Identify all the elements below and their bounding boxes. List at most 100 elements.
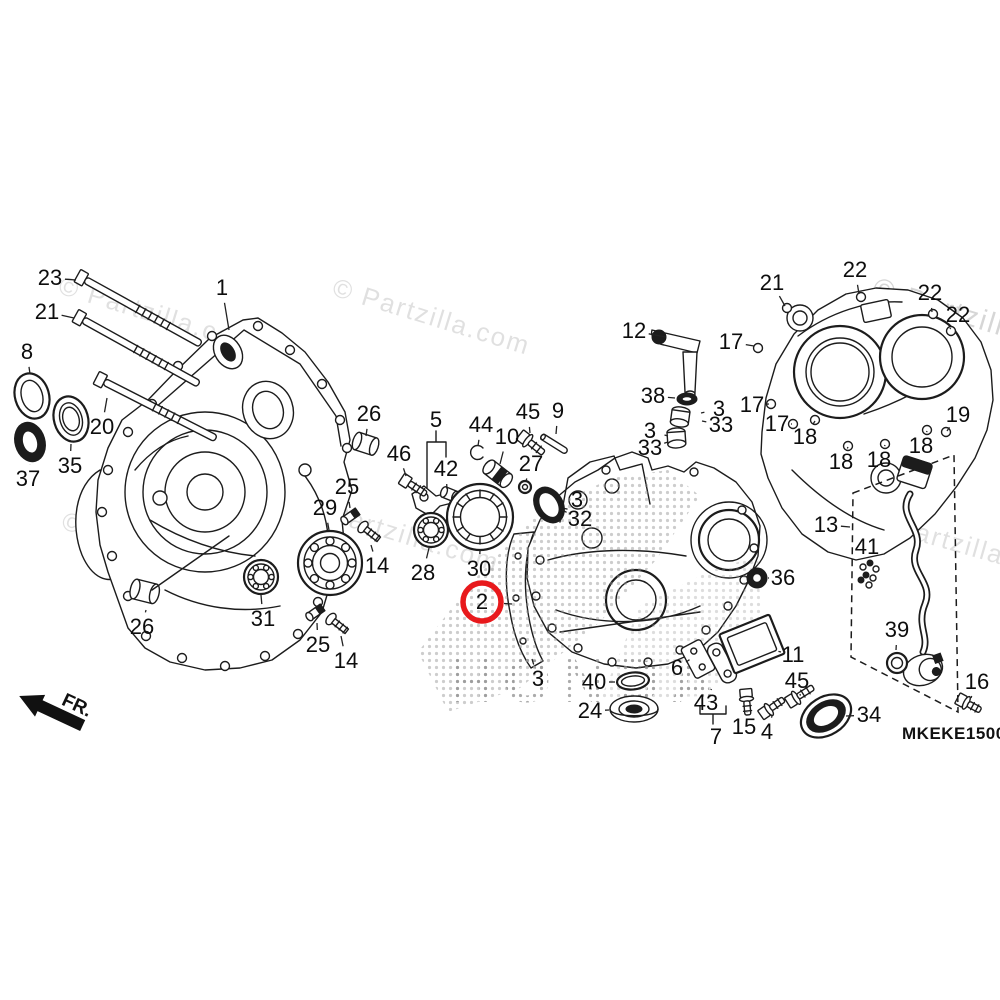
callout-18: 18 <box>867 447 891 472</box>
leader-line-6 <box>685 659 690 663</box>
diagram-code: MKEKE1500 <box>902 724 1000 743</box>
leader-line-17 <box>745 343 755 347</box>
leader-line-3 <box>531 658 535 665</box>
leader-line-1 <box>223 302 230 331</box>
callout-3: 3 <box>571 487 583 512</box>
callout-44: 44 <box>469 412 493 437</box>
leader-line-9 <box>555 425 558 435</box>
leader-line-46 <box>402 468 407 477</box>
leader-line-22 <box>856 284 860 295</box>
callout-18: 18 <box>793 424 817 449</box>
callout-12: 12 <box>622 318 646 343</box>
callout-40: 40 <box>582 669 606 694</box>
callout-22: 22 <box>918 280 942 305</box>
callout-46: 46 <box>387 441 411 466</box>
callout-1: 1 <box>216 275 228 300</box>
callout-45: 45 <box>785 668 809 693</box>
callout-30: 30 <box>467 556 491 581</box>
left-case-bolt-holes <box>96 320 353 672</box>
leader-line-18 <box>812 420 816 425</box>
bolt-45-bottom <box>784 684 815 709</box>
o-ring-40 <box>615 671 651 691</box>
right-case-bolt-holes <box>752 291 957 452</box>
callout-18: 18 <box>909 433 933 458</box>
callout-23: 23 <box>38 265 62 290</box>
callout-36: 36 <box>771 565 795 590</box>
screw-14-lower <box>325 612 350 635</box>
dashed-assembly-box <box>850 453 959 714</box>
callout-3: 3 <box>644 418 656 443</box>
bolt-23 <box>73 269 203 347</box>
front-direction-arrow: FR. <box>19 690 95 732</box>
snap-ring-44 <box>469 444 484 461</box>
collar-10 <box>482 459 514 489</box>
bushing-26-lower <box>129 578 161 605</box>
callout-39: 39 <box>885 617 909 642</box>
leader-line-12 <box>648 333 667 338</box>
callout-6: 6 <box>671 655 683 680</box>
callout-21: 21 <box>760 270 784 295</box>
bearing-29 <box>296 529 364 597</box>
callout-45: 45 <box>516 399 540 424</box>
callout-25: 25 <box>335 474 359 499</box>
watermark-text: © Partzilla.com <box>329 272 534 361</box>
leader-line-3 <box>700 411 705 414</box>
seal-34 <box>799 693 853 739</box>
leader-line-33 <box>701 420 707 423</box>
callout-41: 41 <box>855 534 879 559</box>
grommet-41 <box>857 559 880 589</box>
bearing-28 <box>412 511 450 549</box>
honda-halftone-text: HONDA <box>448 647 725 716</box>
callout-17: 17 <box>740 392 764 417</box>
leader-line-32 <box>561 509 567 513</box>
o-ring-27 <box>517 479 533 495</box>
leader-line-4 <box>770 715 773 718</box>
o-ring-39 <box>885 651 909 675</box>
bolt-4 <box>757 696 786 721</box>
nut-25-upper <box>340 507 361 526</box>
leader-line-21 <box>61 314 75 319</box>
callout-5: 5 <box>430 407 442 432</box>
leader-line-33 <box>663 441 669 444</box>
bearing-31 <box>242 558 280 596</box>
leader-line-20 <box>103 397 108 413</box>
callout-42: 42 <box>434 456 458 481</box>
cap-24 <box>609 695 659 723</box>
leader-line-11 <box>778 650 782 653</box>
oil-seal-37 <box>14 421 46 463</box>
callout-2: 2 <box>476 589 488 614</box>
bushing-33-upper <box>669 406 691 428</box>
callout-16: 16 <box>965 669 989 694</box>
leader-line-3 <box>664 434 669 437</box>
callout-18: 18 <box>829 449 853 474</box>
selected-part-highlight <box>460 580 504 624</box>
right-crankcase-drawing <box>752 287 994 561</box>
leader-line-26 <box>365 428 368 437</box>
needle-bearing-30 <box>445 482 515 552</box>
leader-line-14 <box>370 544 374 552</box>
callout-29: 29 <box>313 495 337 520</box>
callout-25: 25 <box>306 632 330 657</box>
bolt-21 <box>71 309 201 387</box>
leader-line-14 <box>340 635 344 647</box>
bushing-26-upper <box>351 431 380 456</box>
callout-26: 26 <box>357 401 381 426</box>
leader-line-13 <box>840 525 851 528</box>
leader-line-31 <box>260 594 263 605</box>
oil-seal-8 <box>13 372 51 420</box>
callout-7: 7 <box>710 724 722 749</box>
callout-15: 15 <box>732 714 756 739</box>
callout-33: 33 <box>638 435 662 460</box>
callout-17: 17 <box>719 329 743 354</box>
callout-21: 21 <box>35 299 59 324</box>
leader-line-2 <box>503 602 513 605</box>
callout-11: 11 <box>782 642 805 667</box>
leader-line-8 <box>28 366 31 375</box>
leader-line-23 <box>64 278 77 281</box>
callout-19: 19 <box>946 402 970 427</box>
arrow-icon <box>19 694 86 732</box>
seal-36 <box>746 567 768 589</box>
